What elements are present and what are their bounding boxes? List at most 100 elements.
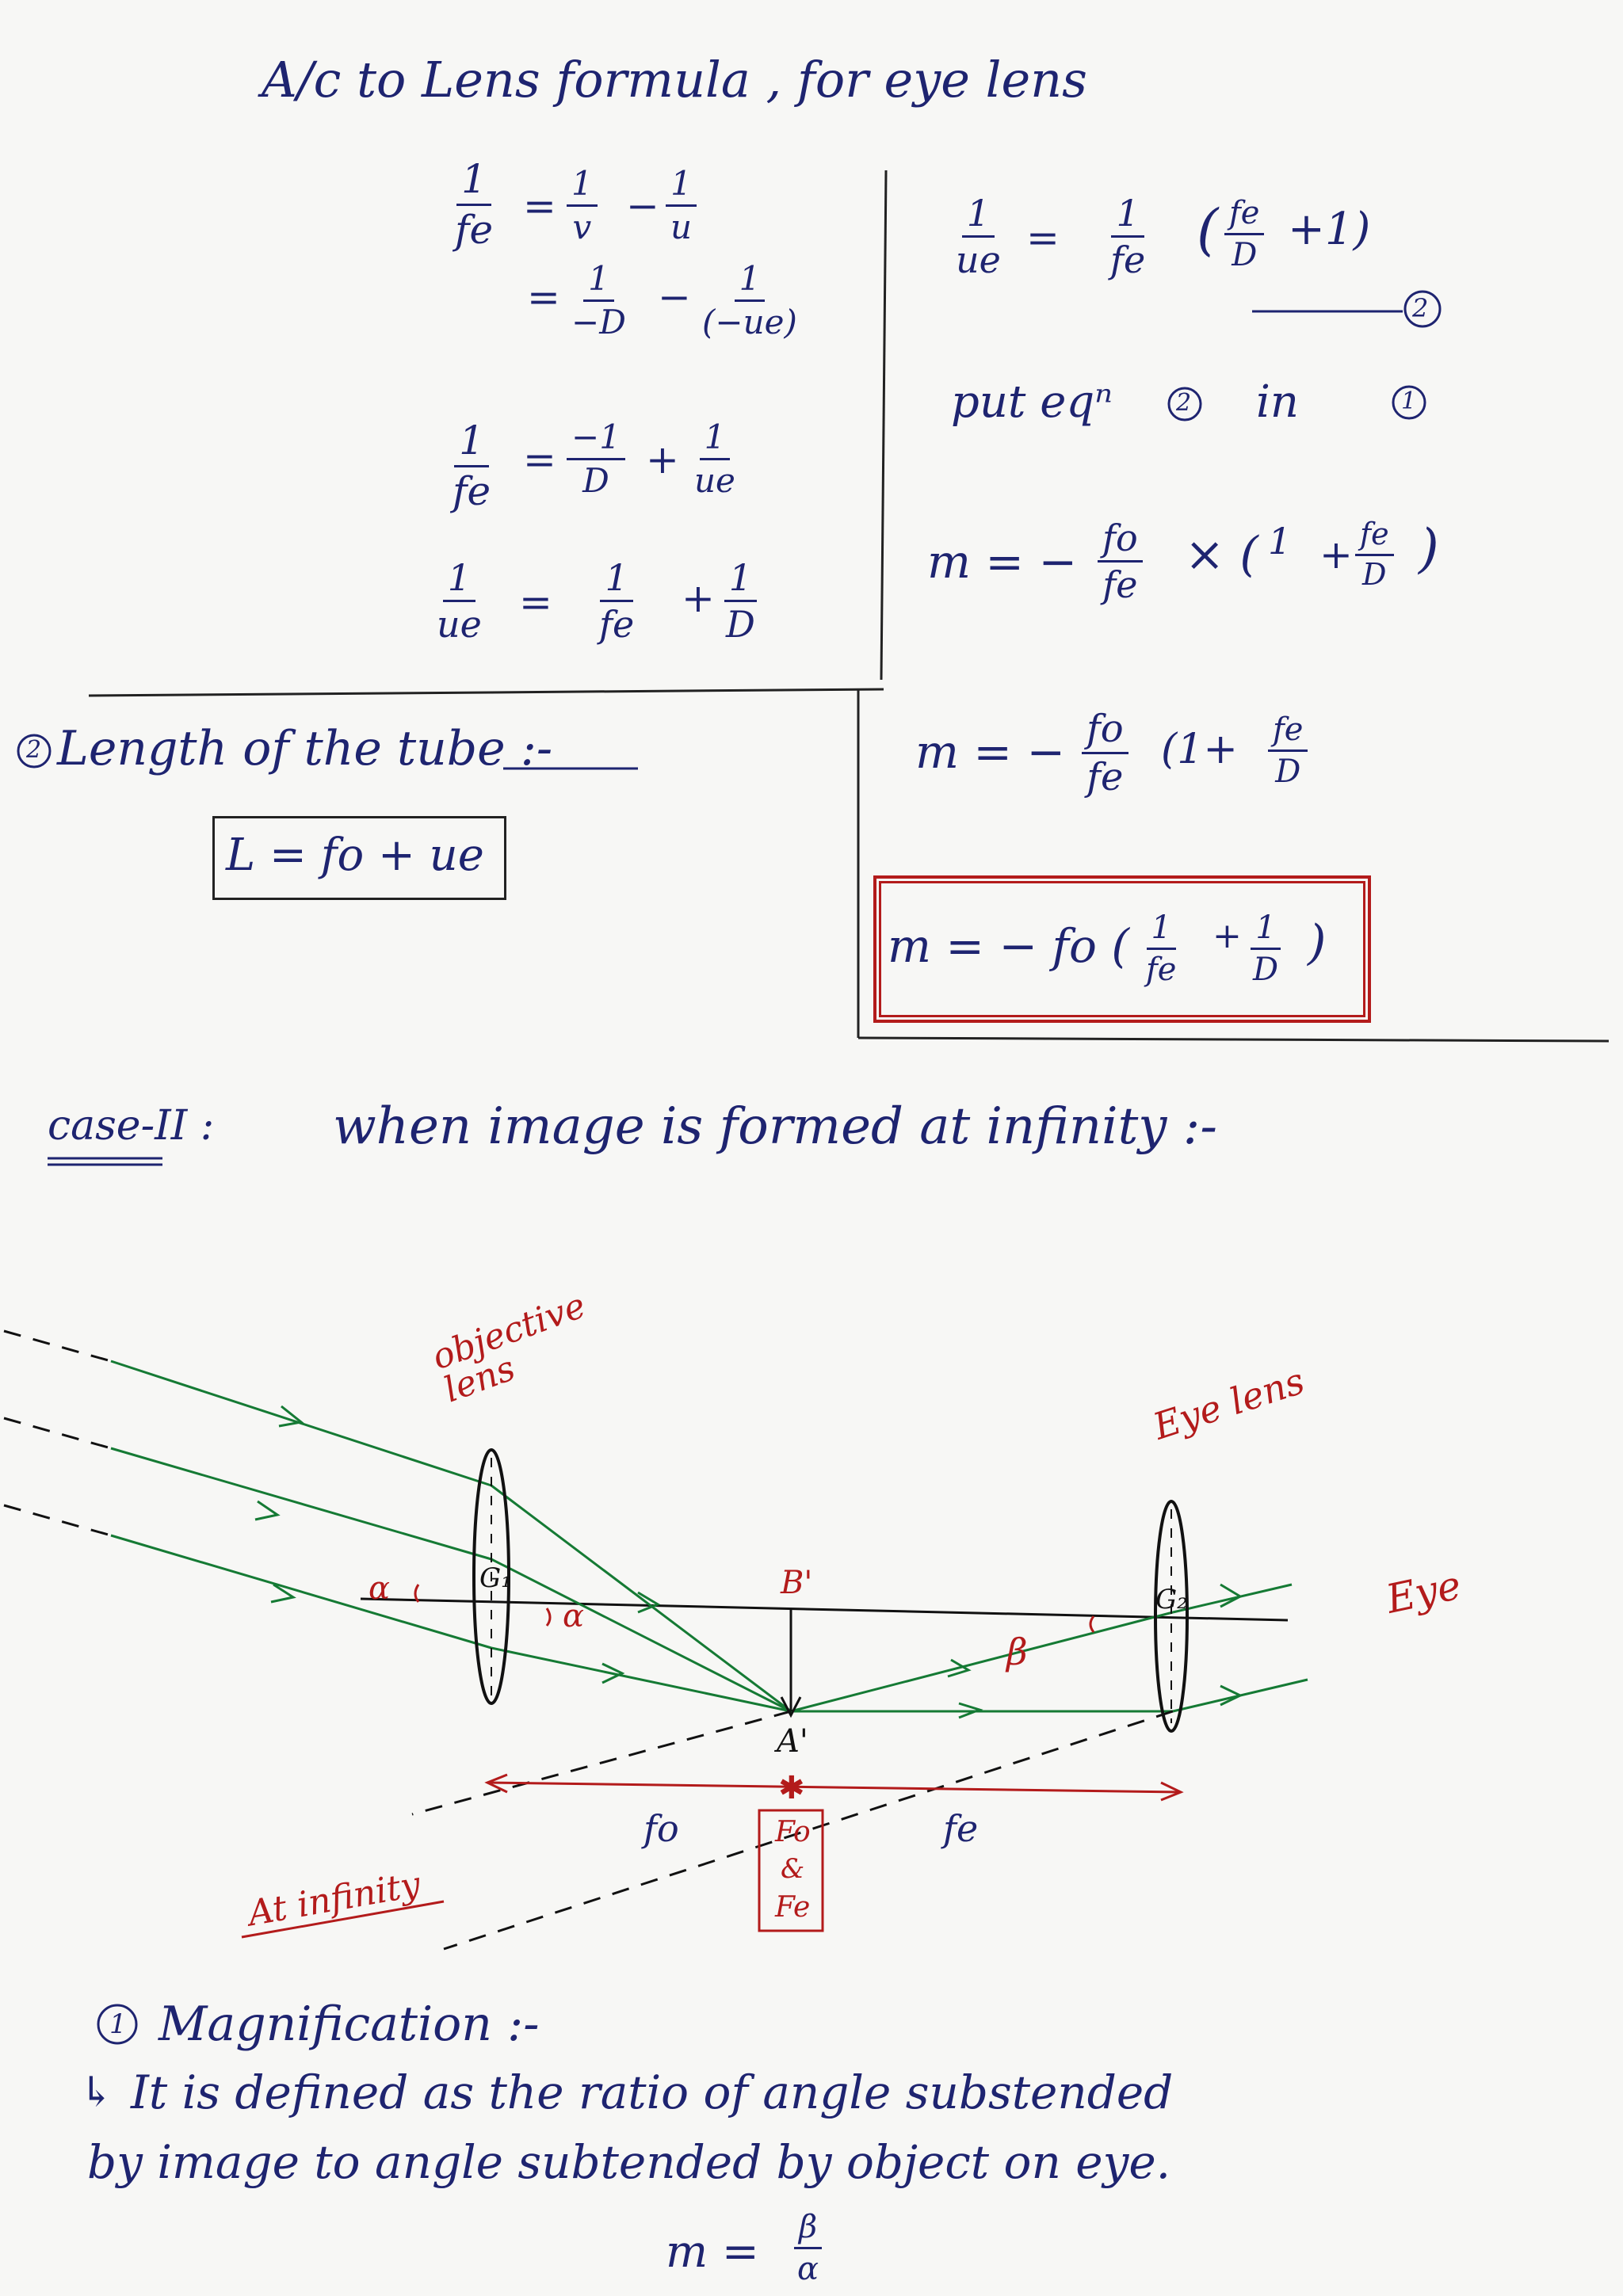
mag-arrow: ↳ bbox=[79, 2069, 114, 2116]
case-text: when image is formed at infinity :- bbox=[333, 1097, 1217, 1156]
step2-term1: 1−D bbox=[571, 259, 626, 342]
ray-arrowheads bbox=[254, 1405, 1243, 1719]
eye-lens bbox=[1154, 1500, 1189, 1733]
right-bottom-divider bbox=[857, 1036, 1610, 1043]
step4-plus: + bbox=[682, 575, 715, 621]
dashed-ray-1 bbox=[3, 1329, 112, 1363]
put-in: in bbox=[1256, 376, 1299, 428]
eq2-tag: 2 bbox=[1412, 293, 1429, 323]
focal-dimension-line bbox=[487, 1781, 1182, 1794]
dim-arrow-right bbox=[1160, 1781, 1184, 1802]
objective-lens bbox=[472, 1448, 510, 1705]
put-tag2: 1 bbox=[1401, 387, 1417, 415]
final-formula-box bbox=[873, 875, 1371, 1023]
m1-one: 1 bbox=[1268, 520, 1292, 563]
mag-line1: It is defined as the ratio of angle subs… bbox=[131, 2065, 1174, 2119]
m2-open: (1+ bbox=[1161, 726, 1238, 773]
m1-plus: + bbox=[1319, 532, 1353, 578]
top-horizontal-divider bbox=[88, 688, 884, 697]
put-tag1: 2 bbox=[1176, 389, 1192, 417]
principal-axis bbox=[360, 1597, 1289, 1622]
Fe-label: Fe bbox=[775, 1891, 811, 1924]
dashed-ray-3 bbox=[3, 1504, 112, 1537]
eq2-paren-open: ( bbox=[1197, 197, 1219, 262]
green-ray-2-refracted bbox=[491, 1558, 792, 1713]
m1-lhs: m = − bbox=[927, 535, 1078, 589]
tube-num: 2 bbox=[26, 736, 42, 764]
alpha-arc-left bbox=[414, 1584, 420, 1603]
green-ray-1-refracted bbox=[491, 1484, 792, 1713]
tube-num-circle bbox=[17, 734, 52, 769]
alpha-right-label: α bbox=[563, 1598, 585, 1634]
beta-label: β bbox=[1006, 1630, 1028, 1673]
mag-num: 1 bbox=[109, 2008, 127, 2040]
top-heading: A/c to Lens formula , for eye lens bbox=[262, 51, 1087, 109]
step1-eq: = bbox=[523, 183, 556, 229]
green-ray-2 bbox=[110, 1447, 492, 1561]
green-ray-emergent-1 bbox=[790, 1611, 1174, 1713]
green-ray-emergent-1b bbox=[1172, 1583, 1293, 1614]
put-eq-text: put eqⁿ bbox=[951, 376, 1113, 428]
step4-eq: = bbox=[519, 579, 552, 625]
tube-heading: Length of the tube :- bbox=[57, 721, 553, 776]
eq2-tag-circle bbox=[1403, 290, 1442, 328]
dashed-extension-1 bbox=[411, 1710, 792, 1816]
eq2-eq: = bbox=[1026, 215, 1060, 261]
G1-label: G₁ bbox=[479, 1562, 512, 1594]
beta-arc bbox=[1089, 1615, 1095, 1633]
m2-lhs: m = − bbox=[915, 725, 1066, 779]
put-tag1-circle bbox=[1167, 387, 1202, 421]
G2-label: G₂ bbox=[1155, 1584, 1188, 1615]
dim-center-mark: ✱ bbox=[778, 1770, 805, 1806]
put-tag2-circle bbox=[1392, 385, 1426, 420]
A-prime-label: A' bbox=[777, 1723, 808, 1760]
m3-plus: + bbox=[1212, 916, 1242, 956]
green-ray-3-refracted bbox=[491, 1646, 792, 1713]
alpha-left-label: α bbox=[369, 1570, 391, 1607]
image-arrowhead bbox=[780, 1696, 802, 1718]
dashed-extension-2 bbox=[443, 1710, 1174, 1951]
mag-num-circle bbox=[97, 2004, 138, 2045]
m3-close: ) bbox=[1308, 915, 1327, 971]
Fo-label: Fo bbox=[775, 1816, 811, 1848]
fe-label: fe bbox=[943, 1807, 979, 1850]
tube-formula-box bbox=[212, 816, 506, 900]
mag-heading: Magnification :- bbox=[158, 1997, 540, 2052]
tube-formula: L = fo + ue bbox=[226, 830, 484, 881]
top-vertical-divider bbox=[880, 170, 888, 681]
case-label: case-II : bbox=[48, 1102, 215, 1150]
step2-term2: 1(−ue) bbox=[702, 259, 797, 342]
m3-text: m = − fo ( bbox=[888, 919, 1129, 973]
mag-line2: by image to angle subtended by object on… bbox=[87, 2135, 1171, 2189]
step1-minus: − bbox=[626, 183, 659, 229]
dashed-ray-2 bbox=[3, 1417, 112, 1450]
step3-eq: = bbox=[523, 437, 556, 482]
green-ray-3 bbox=[110, 1534, 492, 1650]
step2-eq: = bbox=[527, 274, 560, 320]
dim-arrow-left bbox=[484, 1773, 508, 1794]
m1-close: ) bbox=[1419, 518, 1439, 579]
alpha-arc-right bbox=[545, 1608, 552, 1627]
fo-label: fo bbox=[643, 1807, 679, 1850]
at-infinity-underline bbox=[241, 1900, 445, 1939]
eq2-paren-close: +1) bbox=[1288, 204, 1371, 255]
focus-box bbox=[758, 1809, 824, 1932]
